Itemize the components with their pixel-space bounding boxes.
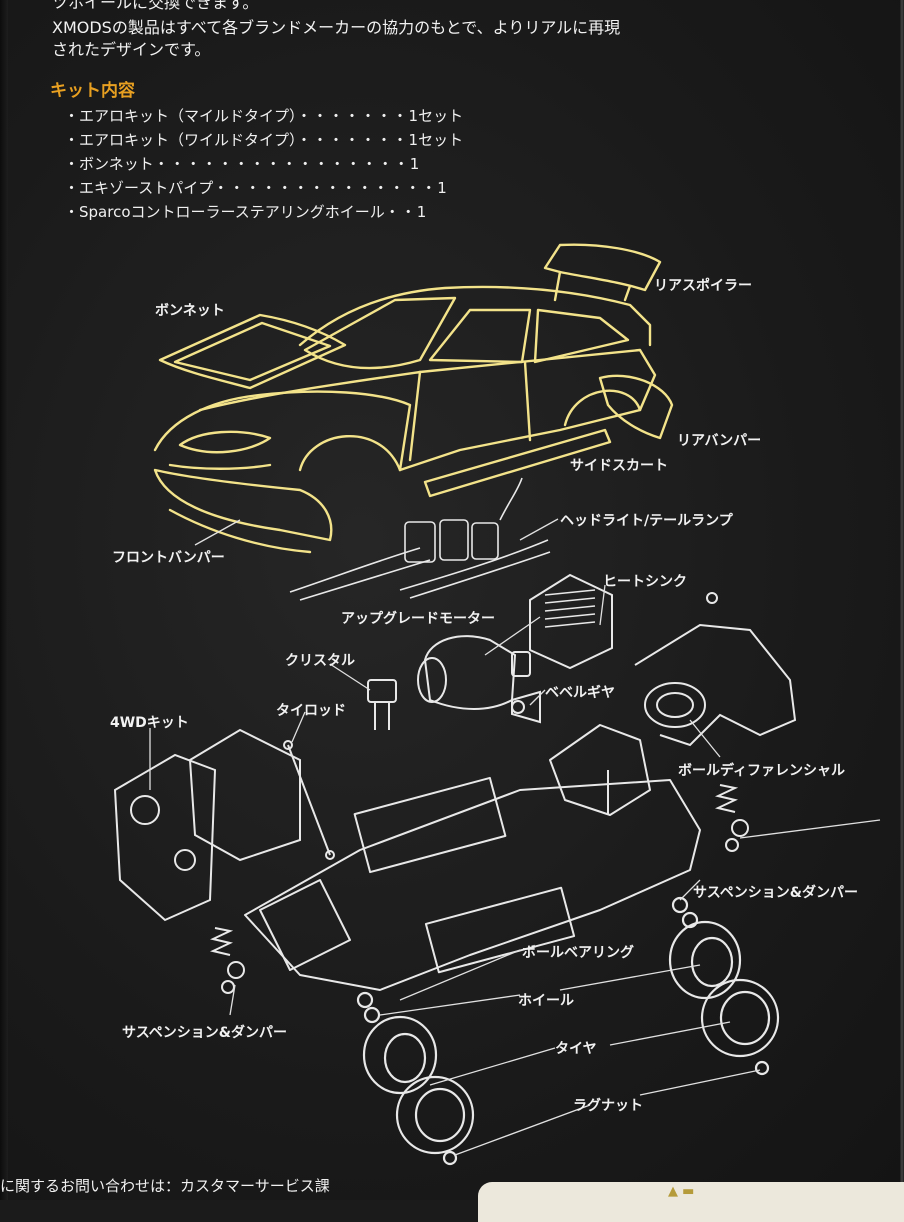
- callout-wheel: ホイール: [518, 993, 574, 1009]
- windshield-outline: [303, 296, 457, 370]
- headlight-outline: [178, 430, 272, 454]
- kit-item: ・ボンネット・・・・・・・・・・・・・・・・1: [64, 152, 463, 176]
- side-window-front: [428, 308, 532, 364]
- callout-rear-spoiler: リアスポイラー: [654, 278, 752, 294]
- callout-bevel-gear: ベベルギヤ: [545, 685, 615, 701]
- kit-item-name: ・エキゾーストパイプ: [64, 179, 214, 197]
- kit-contents-heading: キット内容: [50, 81, 135, 101]
- grille-outline: [168, 463, 272, 470]
- four-wd-kit-illustration: [113, 728, 301, 922]
- bevel-gear-illustration: [511, 690, 541, 724]
- callout-headlight-taillight: ヘッドライト/テールランプ: [560, 513, 733, 529]
- callout-suspension-damper-left: サスペンション&ダンパー: [122, 1025, 287, 1041]
- suspension-left-illustration: [209, 927, 245, 994]
- kit-item-dots: ・・: [384, 203, 417, 221]
- callout-upgrade-motor: アップグレードモーター: [341, 611, 495, 627]
- ball-diff-illustration: [634, 592, 797, 747]
- kit-item-dots: ・・・・・・・・・・・・・・: [213, 179, 438, 197]
- callout-leader-lines: [149, 518, 881, 1156]
- callout-tire: タイヤ: [555, 1041, 597, 1057]
- car-roof-outline: [298, 285, 652, 347]
- callout-tie-rod: タイロッド: [276, 703, 346, 719]
- bonnet-inner: [173, 321, 332, 382]
- kit-item-dots: ・・・・・・・: [296, 107, 409, 125]
- car-nose-outline: [153, 390, 412, 472]
- motor-illustration: [417, 635, 531, 710]
- callout-side-skirt: サイドスカート: [570, 458, 668, 474]
- rear-spoiler-stand-left: [553, 270, 562, 302]
- callout-ball-differential: ボールディファレンシャル: [678, 763, 846, 779]
- wheel-assembly-illustration: [356, 896, 780, 1166]
- side-skirt-outline: [423, 428, 612, 498]
- kit-contents-list: ・エアロキット（マイルドタイプ）・・・・・・・1セット ・エアロキット（ワイルド…: [64, 104, 463, 224]
- intro-line-2: されたデザインです。: [52, 40, 211, 59]
- callout-ball-bearing: ボールベアリング: [522, 945, 634, 961]
- callout-suspension-damper-right: サスペンション&ダンパー: [693, 885, 858, 901]
- kit-item: ・エアロキット（マイルドタイプ）・・・・・・・1セット: [64, 104, 463, 128]
- side-window-rear: [533, 308, 630, 364]
- door-line-rear: [523, 360, 532, 442]
- kit-item-name: ・Sparcoコントローラーステアリングホイール: [64, 203, 385, 221]
- callout-bonnet: ボンネット: [155, 303, 225, 319]
- kit-item-qty: 1セット: [408, 131, 464, 149]
- car-body-side: [198, 348, 657, 472]
- kit-item-dots: ・・・・・・・・・・・・・・・・: [153, 155, 410, 173]
- chassis-illustration: [244, 724, 701, 991]
- callout-4wd-kit: 4WDキット: [110, 715, 189, 731]
- suspension-right-illustration: [714, 784, 749, 852]
- callout-front-bumper: フロントバンパー: [112, 550, 225, 566]
- tie-rod-illustration: [283, 740, 335, 860]
- intro-cut-line: ツホイールに交換できます。: [52, 0, 259, 12]
- kit-item-name: ・エアロキット（マイルドタイプ）: [64, 107, 297, 125]
- car-body-illustration: [153, 243, 674, 554]
- front-bumper-outline: [153, 468, 333, 542]
- customer-service-inquiry-text: に関するお問い合わせは：カスタマーサービス課: [0, 1177, 330, 1195]
- kit-item-qty: 1セット: [408, 107, 464, 125]
- rear-wheel-arch: [563, 389, 642, 427]
- callout-lug-nut: ラグナット: [573, 1098, 643, 1114]
- rear-spoiler-stand-right: [623, 284, 632, 302]
- kit-item-qty: 1: [416, 203, 427, 221]
- rear-bumper-outline: [598, 374, 674, 440]
- kit-item: ・エアロキット（ワイルドタイプ）・・・・・・・1セット: [64, 128, 463, 152]
- bonnet-outline: [158, 313, 347, 390]
- light-harness-illustration: [289, 477, 551, 601]
- kit-item-name: ・エアロキット（ワイルドタイプ）: [64, 131, 297, 149]
- kit-item-qty: 1: [437, 179, 447, 197]
- callout-rear-bumper: リアバンパー: [677, 433, 762, 449]
- door-line-front: [408, 370, 422, 462]
- kit-item-name: ・ボンネット: [64, 155, 154, 173]
- rear-spoiler-outline: [543, 243, 662, 292]
- crystal-illustration: [367, 679, 397, 730]
- intro-line-1: XMODSの製品はすべて各ブランドメーカーの協力のもとで、よりリアルに再現: [52, 18, 621, 37]
- corner-label-tab: ▲ ▬: [478, 1182, 904, 1222]
- kit-item-qty: 1: [409, 155, 420, 173]
- kit-item-dots: ・・・・・・・: [296, 131, 409, 149]
- front-wheel-arch: [298, 434, 402, 472]
- kit-item: ・Sparcoコントローラーステアリングホイール・・1: [64, 200, 463, 224]
- sheet-left-edge: [0, 0, 8, 1200]
- heatsink-illustration: [529, 573, 613, 670]
- callout-heatsink: ヒートシンク: [603, 574, 687, 590]
- front-bumper-lower: [168, 508, 312, 554]
- corner-tab-mark-icon: ▲ ▬: [668, 1184, 695, 1199]
- callout-crystal: クリスタル: [285, 653, 355, 669]
- kit-item: ・エキゾーストパイプ・・・・・・・・・・・・・・1: [64, 176, 463, 200]
